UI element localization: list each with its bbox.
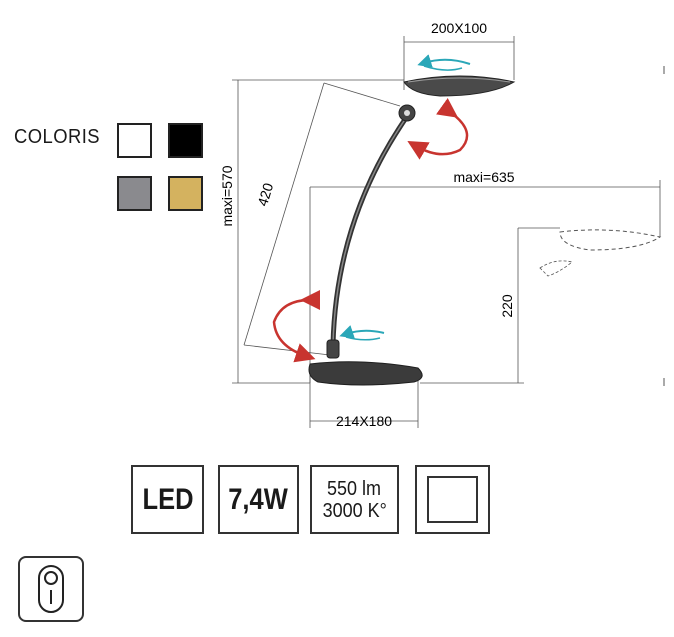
- rotation-arrows: [272, 54, 471, 363]
- lamp-base: [308, 361, 423, 386]
- lumen-text: 550 lm: [327, 477, 382, 500]
- swatch-white: [117, 123, 152, 158]
- alt-head-position: [539, 229, 662, 277]
- switch-icon-box: [18, 556, 84, 622]
- color-temp-text: 3000 K°: [322, 499, 387, 522]
- reach-dim-label: maxi=635: [453, 169, 514, 185]
- led-text: LED: [142, 482, 193, 516]
- power-badge: 7,4W: [218, 465, 299, 534]
- height-dim-label: maxi=570: [219, 165, 235, 226]
- white-square-badge: [415, 465, 490, 534]
- base-dim-label: 214X180: [336, 413, 392, 429]
- lumen-badge: 550 lm 3000 K°: [310, 465, 399, 534]
- dimension-lines: [232, 36, 661, 428]
- led-badge: LED: [131, 465, 204, 534]
- head-dim-label: 200X100: [431, 20, 487, 36]
- arm-dim-label: 420: [254, 181, 276, 208]
- lamp-drawing: 200X100 214X180 maxi=635 maxi=570 420 22…: [219, 20, 665, 429]
- white-square-icon: [427, 476, 478, 523]
- switch-icon: [38, 565, 64, 613]
- lamp-arm: [326, 104, 416, 359]
- base-height-dim-label: 220: [499, 294, 515, 318]
- swatch-gold: [168, 176, 203, 211]
- swatch-grey: [117, 176, 152, 211]
- lamp-head: [403, 75, 516, 97]
- coloris-label: COLORIS: [14, 126, 101, 148]
- power-text: 7,4W: [228, 482, 289, 516]
- swatch-black: [168, 123, 203, 158]
